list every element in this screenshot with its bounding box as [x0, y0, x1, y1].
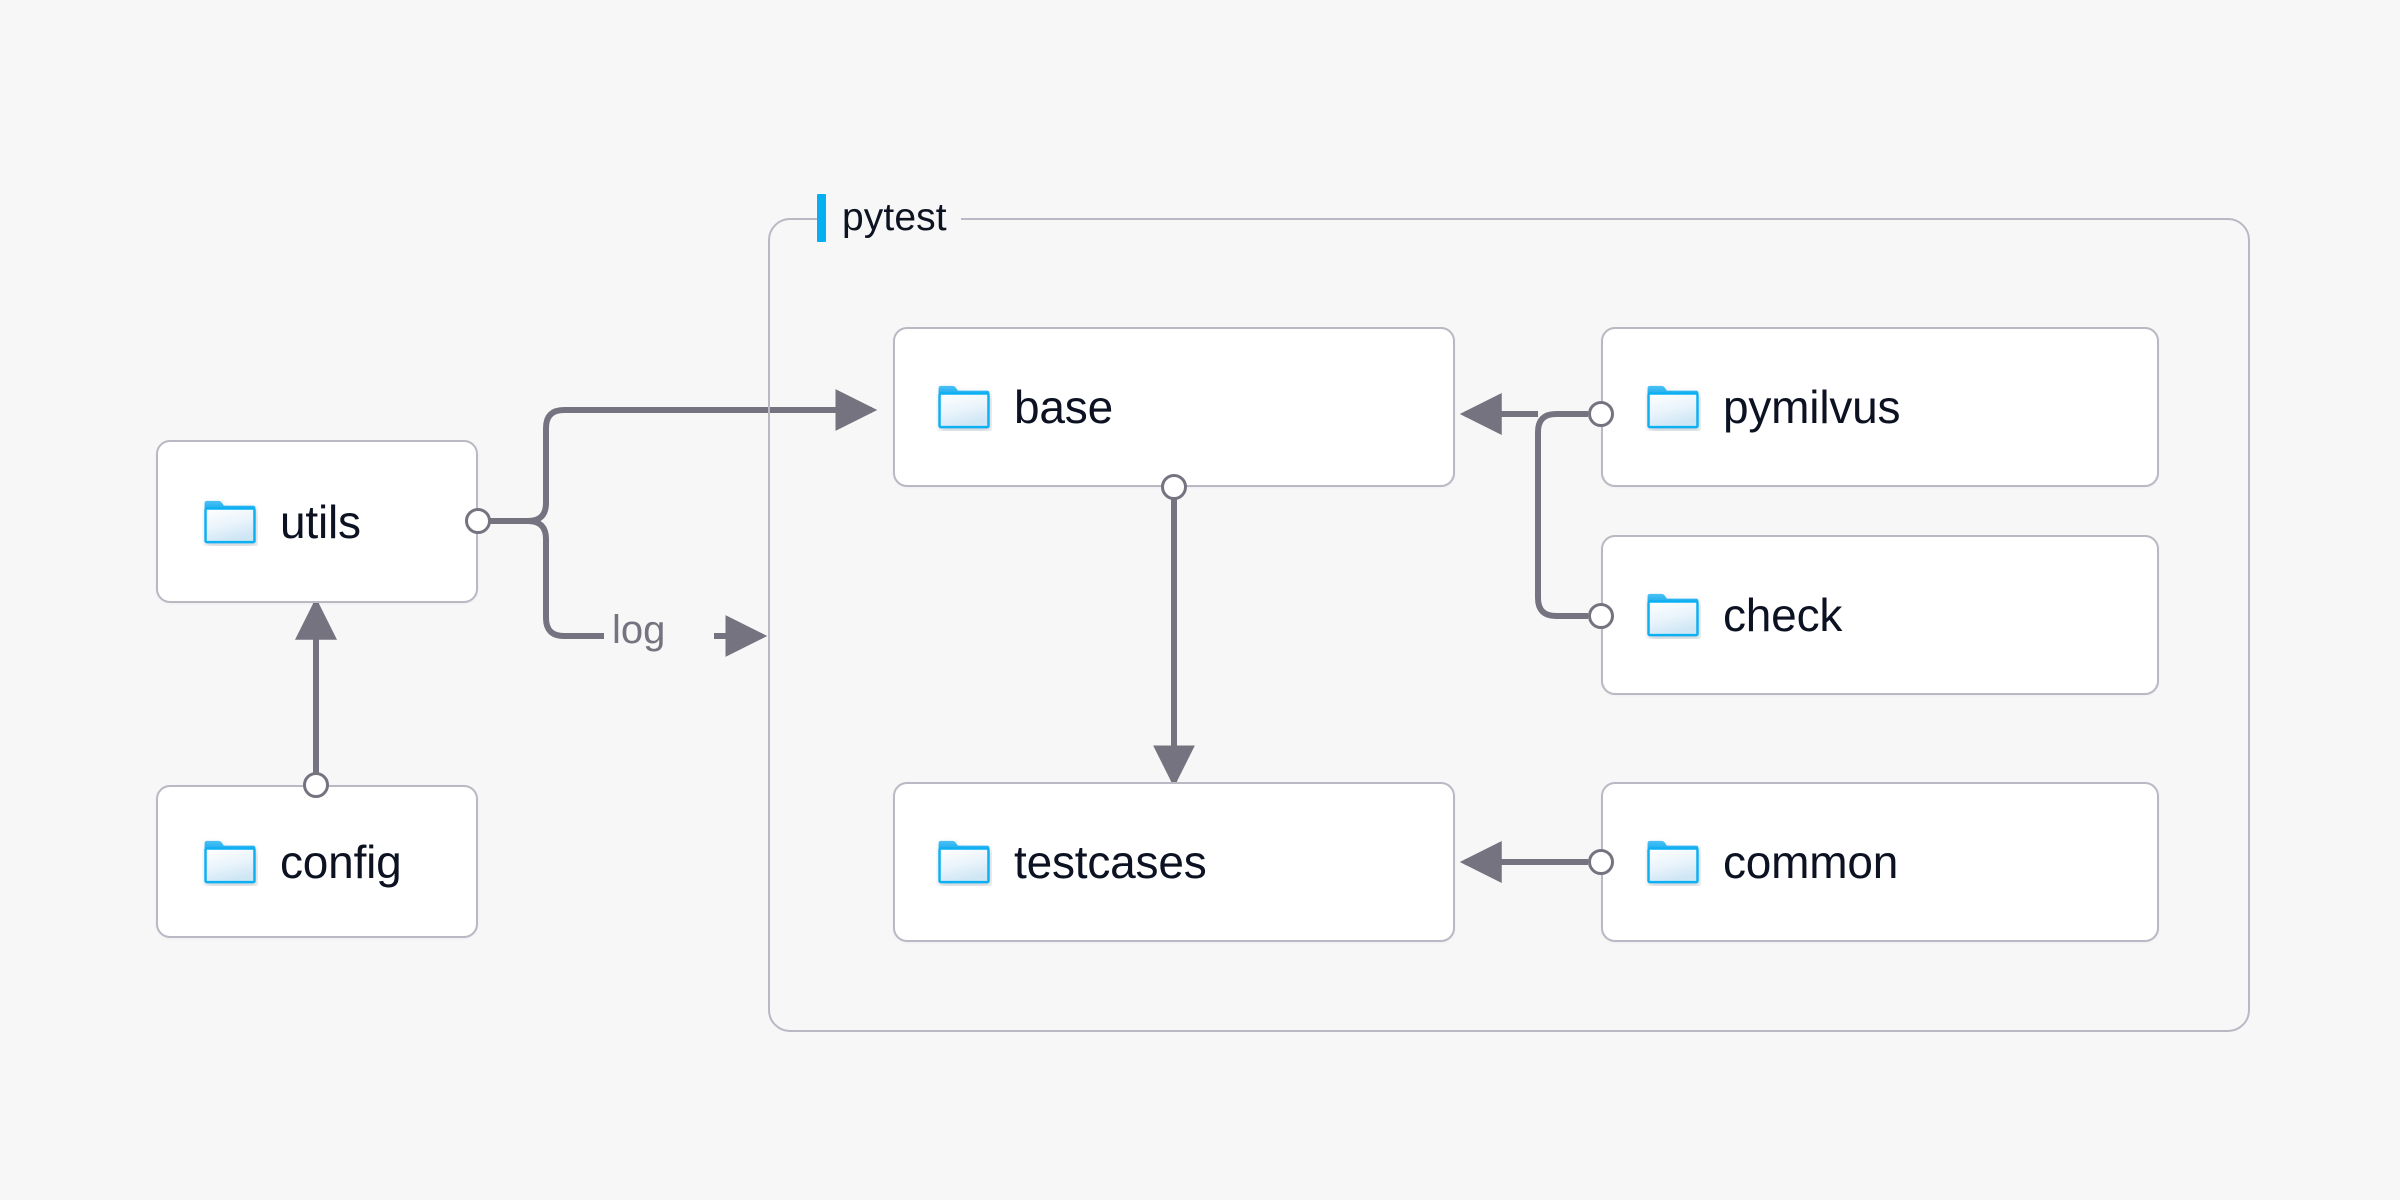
port-base-bottom[interactable] [1161, 474, 1187, 500]
node-label: pymilvus [1723, 381, 1901, 433]
node-label: base [1014, 381, 1113, 433]
port-utils-right[interactable] [465, 508, 491, 534]
node-check[interactable]: check [1601, 535, 2159, 695]
accent-bar-icon [817, 194, 826, 242]
node-common[interactable]: common [1601, 782, 2159, 942]
node-label: config [280, 835, 402, 888]
folder-icon [204, 500, 256, 543]
folder-icon [938, 385, 990, 429]
edge-utils-to-log [527, 518, 604, 639]
node-label: common [1723, 836, 1899, 888]
folder-icon [1647, 593, 1699, 637]
node-utils[interactable]: utils [156, 440, 478, 603]
node-base[interactable]: base [893, 327, 1455, 487]
folder-icon [204, 840, 256, 883]
group-label-text: pytest [842, 196, 947, 239]
port-check-left[interactable] [1588, 603, 1614, 629]
folder-icon [938, 840, 990, 884]
node-label: utils [280, 495, 361, 548]
group-pytest-label: pytest [817, 190, 961, 246]
port-pymilvus-left[interactable] [1588, 401, 1614, 427]
group-pytest-container [768, 218, 2250, 1032]
node-label: testcases [1014, 836, 1207, 888]
folder-icon [1647, 840, 1699, 884]
node-testcases[interactable]: testcases [893, 782, 1455, 942]
port-common-left[interactable] [1588, 849, 1614, 875]
node-config[interactable]: config [156, 785, 478, 938]
node-label: check [1723, 589, 1843, 641]
port-config-top[interactable] [303, 772, 329, 798]
edge-label-log: log [606, 608, 672, 653]
node-pymilvus[interactable]: pymilvus [1601, 327, 2159, 487]
folder-icon [1647, 385, 1699, 429]
